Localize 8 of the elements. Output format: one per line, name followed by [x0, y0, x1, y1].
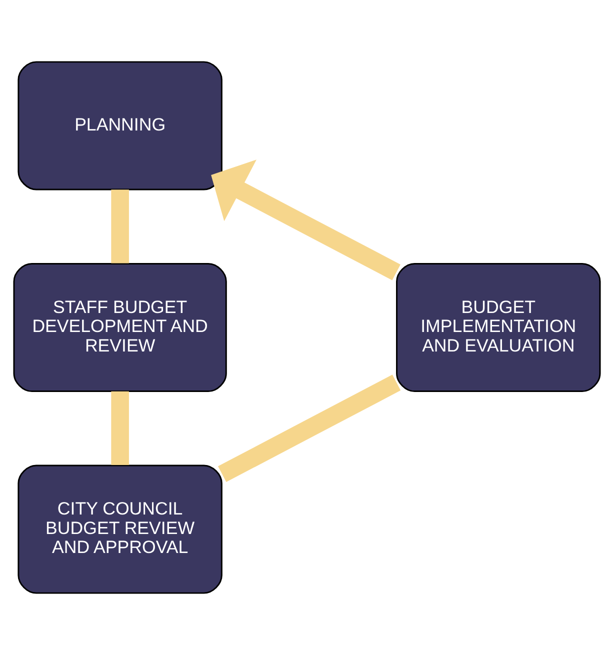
node-box: STAFF BUDGET DEVELOPMENT AND REVIEW: [13, 262, 227, 392]
arrow: [211, 160, 400, 280]
connector: [218, 374, 401, 482]
connector: [111, 190, 129, 264]
connector: [111, 391, 129, 465]
node-box: PLANNING: [18, 61, 222, 190]
node-box: BUDGET IMPLEMENTATION AND EVALUATION: [396, 262, 601, 392]
node-box: CITY COUNCIL BUDGET REVIEW AND APPROVAL: [18, 464, 222, 594]
